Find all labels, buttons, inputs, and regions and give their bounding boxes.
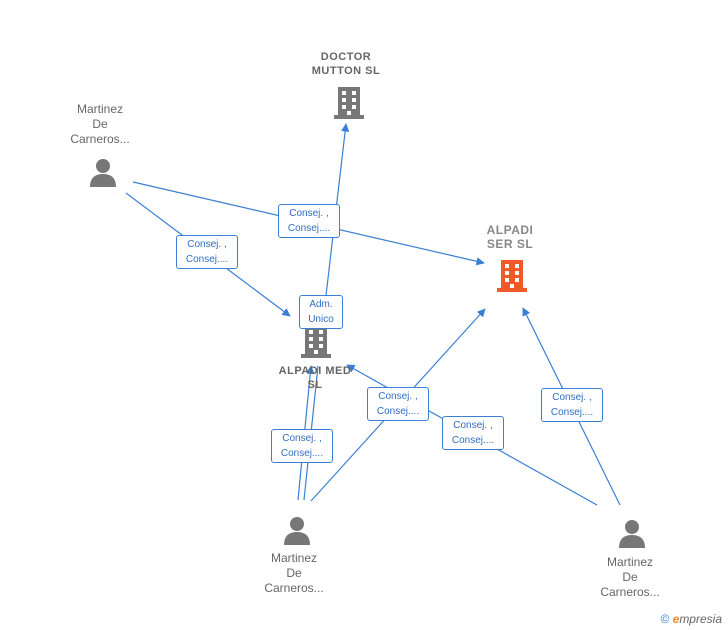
empresia-watermark: © empresia <box>660 612 722 626</box>
edge-label-top-left-alpadi-ser[interactable]: Consej. , Consej.... <box>278 204 340 238</box>
alpadi-med-label[interactable]: ALPADI MED SL <box>278 365 352 391</box>
copyright-icon: © <box>660 612 670 626</box>
doctor-mutton-label[interactable]: DOCTOR MUTTON SL <box>311 51 381 77</box>
alpadi-ser-label[interactable]: ALPADI SER SL <box>486 223 534 251</box>
person-top-left-label[interactable]: Martinez De Carneros... <box>70 102 130 146</box>
edge-label-bottom-mid-alpadi-med[interactable]: Consej. , Consej.... <box>271 429 333 463</box>
edge-label-bottom-mid-alpadi-ser[interactable]: Consej. , Consej.... <box>367 387 429 421</box>
person-bottom-mid-label[interactable]: Martinez De Carneros... <box>264 551 324 595</box>
doctor-mutton-building-icon[interactable] <box>334 85 364 119</box>
edge-label-top-left-alpadi-med[interactable]: Consej. , Consej.... <box>176 235 238 269</box>
person-bottom-mid-icon[interactable] <box>282 515 312 545</box>
alpadi-ser-building-icon[interactable] <box>497 258 527 292</box>
alpadi-med-building-icon[interactable] <box>301 324 331 358</box>
brand-letter: e <box>672 612 680 626</box>
edge-label-bottom-right-alpadi-ser[interactable]: Consej. , Consej.... <box>541 388 603 422</box>
brand-name: mpresia <box>679 612 722 626</box>
person-bottom-right-icon[interactable] <box>617 518 647 548</box>
person-top-left-icon[interactable] <box>88 157 118 187</box>
edge-label-adm-unico[interactable]: Adm. Unico <box>299 295 343 329</box>
edge-label-bottom-right-alpadi-med[interactable]: Consej. , Consej.... <box>442 416 504 450</box>
person-bottom-right-label[interactable]: Martinez De Carneros... <box>600 555 660 599</box>
